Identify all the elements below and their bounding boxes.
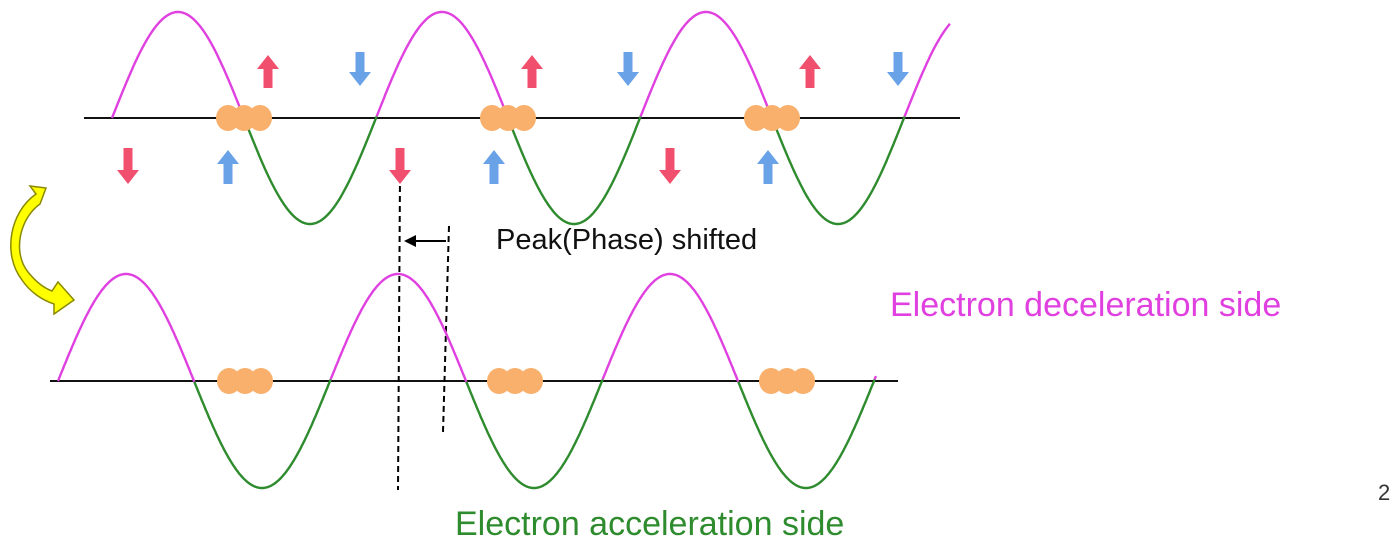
blue-up-arrow-icon	[483, 150, 505, 184]
top-deceleration-segment	[903, 23, 951, 117]
top-acceleration-segment	[243, 115, 378, 226]
red-up-arrow-icon	[799, 55, 821, 88]
acceleration-side-label: Electron acceleration side	[455, 505, 845, 543]
deceleration-side-label: Electron deceleration side	[890, 286, 1282, 324]
electron-bunch	[759, 368, 815, 394]
blue-up-arrow-icon	[217, 150, 239, 184]
bottom-deceleration-segment	[329, 272, 468, 383]
arrow-head	[257, 55, 279, 69]
arrow-head	[521, 55, 543, 69]
bottom-acceleration-segment	[193, 378, 332, 490]
curved-arrow-layer	[10, 185, 76, 316]
blue-down-arrow-icon	[617, 52, 639, 86]
arrow-head	[217, 150, 239, 164]
arrow-head	[799, 55, 821, 69]
shifted-peak-guide-line	[442, 225, 450, 433]
arrow-shaft	[805, 69, 815, 88]
bottom-acceleration-segment	[465, 378, 604, 490]
top-acceleration-segment	[771, 116, 906, 226]
top-deceleration-segment	[375, 10, 510, 121]
shift-arrow-head	[404, 235, 416, 247]
bottom-acceleration-segment	[737, 379, 876, 490]
red-down-arrow-icon	[389, 148, 411, 184]
bunch-particle	[249, 368, 273, 394]
arrow-head	[617, 72, 639, 86]
top-peak-guide-line	[397, 175, 401, 491]
arrow-head	[757, 150, 779, 164]
arrow-head	[887, 72, 909, 86]
arrow-shaft	[893, 52, 903, 72]
top-deceleration-segment	[110, 10, 246, 121]
arrow-head	[659, 170, 681, 184]
curved-arrow-body	[10, 185, 76, 316]
red-up-arrow-icon	[521, 55, 543, 88]
electron-bunch	[216, 105, 272, 131]
blue-down-arrow-icon	[349, 52, 371, 86]
blue-down-arrow-icon	[887, 52, 909, 86]
bunch-particle	[519, 368, 543, 394]
blue-up-arrow-icon	[757, 150, 779, 184]
arrow-shaft	[489, 164, 499, 184]
arrow-shaft	[355, 52, 365, 72]
red-down-arrow-icon	[117, 148, 139, 184]
bunch-particle	[776, 105, 800, 131]
top-deceleration-segment	[639, 10, 774, 121]
red-down-arrow-icon	[659, 148, 681, 184]
arrow-shaft	[527, 69, 537, 88]
field-arrows-layer	[117, 52, 909, 184]
arrow-shaft	[665, 148, 675, 170]
red-up-arrow-icon	[257, 55, 279, 88]
bunches-layer	[216, 105, 815, 394]
electron-bunch	[487, 368, 543, 394]
phase-shift-label: Peak(Phase) shifted	[496, 224, 758, 256]
curved-arrow-icon	[10, 185, 76, 316]
bottom-deceleration-segment	[56, 272, 196, 383]
guide-lines-layer	[397, 175, 450, 491]
arrow-head	[389, 170, 411, 184]
electron-bunch	[217, 368, 273, 394]
arrow-head	[117, 170, 139, 184]
electron-bunch	[744, 105, 800, 131]
arrow-head	[349, 72, 371, 86]
arrow-shaft	[263, 69, 273, 88]
waves-layer	[56, 10, 951, 490]
arrow-shaft	[763, 164, 773, 184]
bunch-particle	[791, 368, 815, 394]
arrow-shaft	[223, 164, 233, 184]
arrow-shaft	[623, 52, 633, 72]
arrow-shaft	[123, 148, 133, 170]
electron-bunch	[480, 105, 536, 131]
bunch-particle	[512, 105, 536, 131]
bunch-particle	[248, 105, 272, 131]
top-acceleration-segment	[507, 115, 642, 226]
bottom-deceleration-segment	[601, 272, 740, 383]
bottom-deceleration-segment	[873, 375, 878, 380]
arrow-shaft	[395, 148, 405, 170]
page-number: 2	[1378, 480, 1391, 505]
arrow-head	[483, 150, 505, 164]
